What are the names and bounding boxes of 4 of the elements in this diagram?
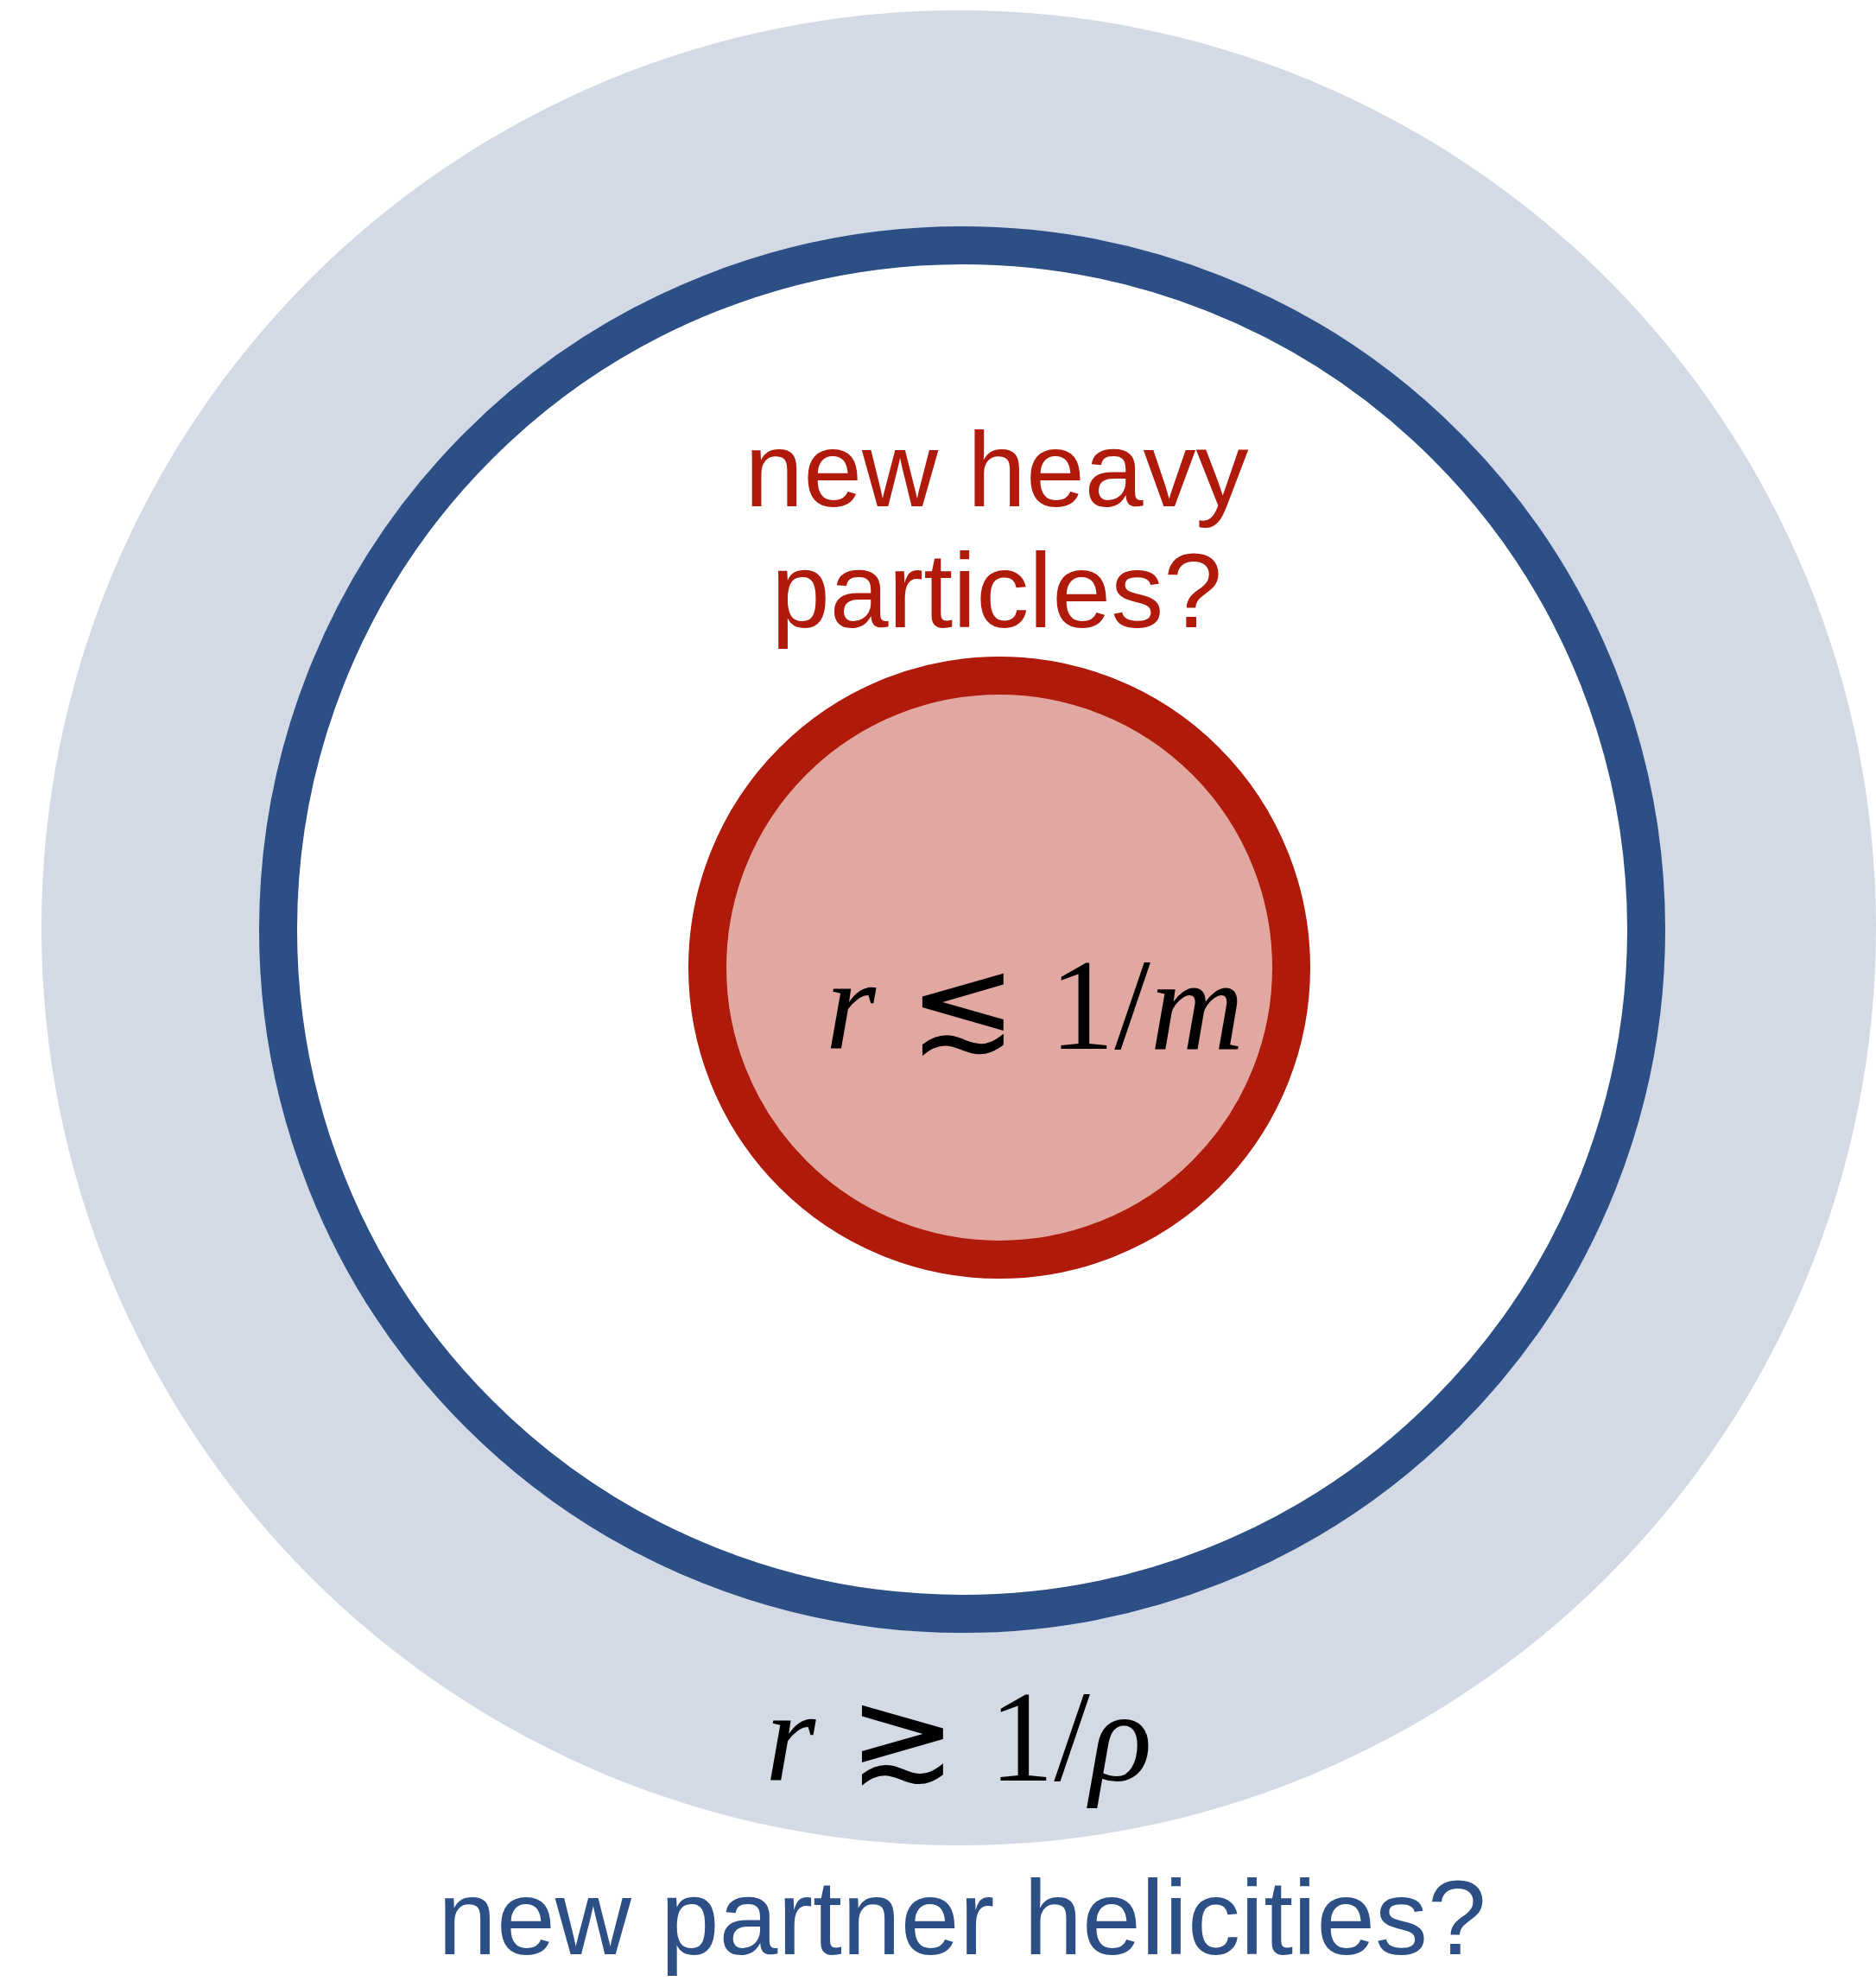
- region-label: new heavy particles?: [744, 410, 1250, 651]
- formula-text: r ≲ 1/m: [824, 932, 1245, 1078]
- formula-text: r ≳ 1/ρ: [764, 1664, 1154, 1810]
- caption-text: new partner helicities?: [437, 1858, 1487, 1978]
